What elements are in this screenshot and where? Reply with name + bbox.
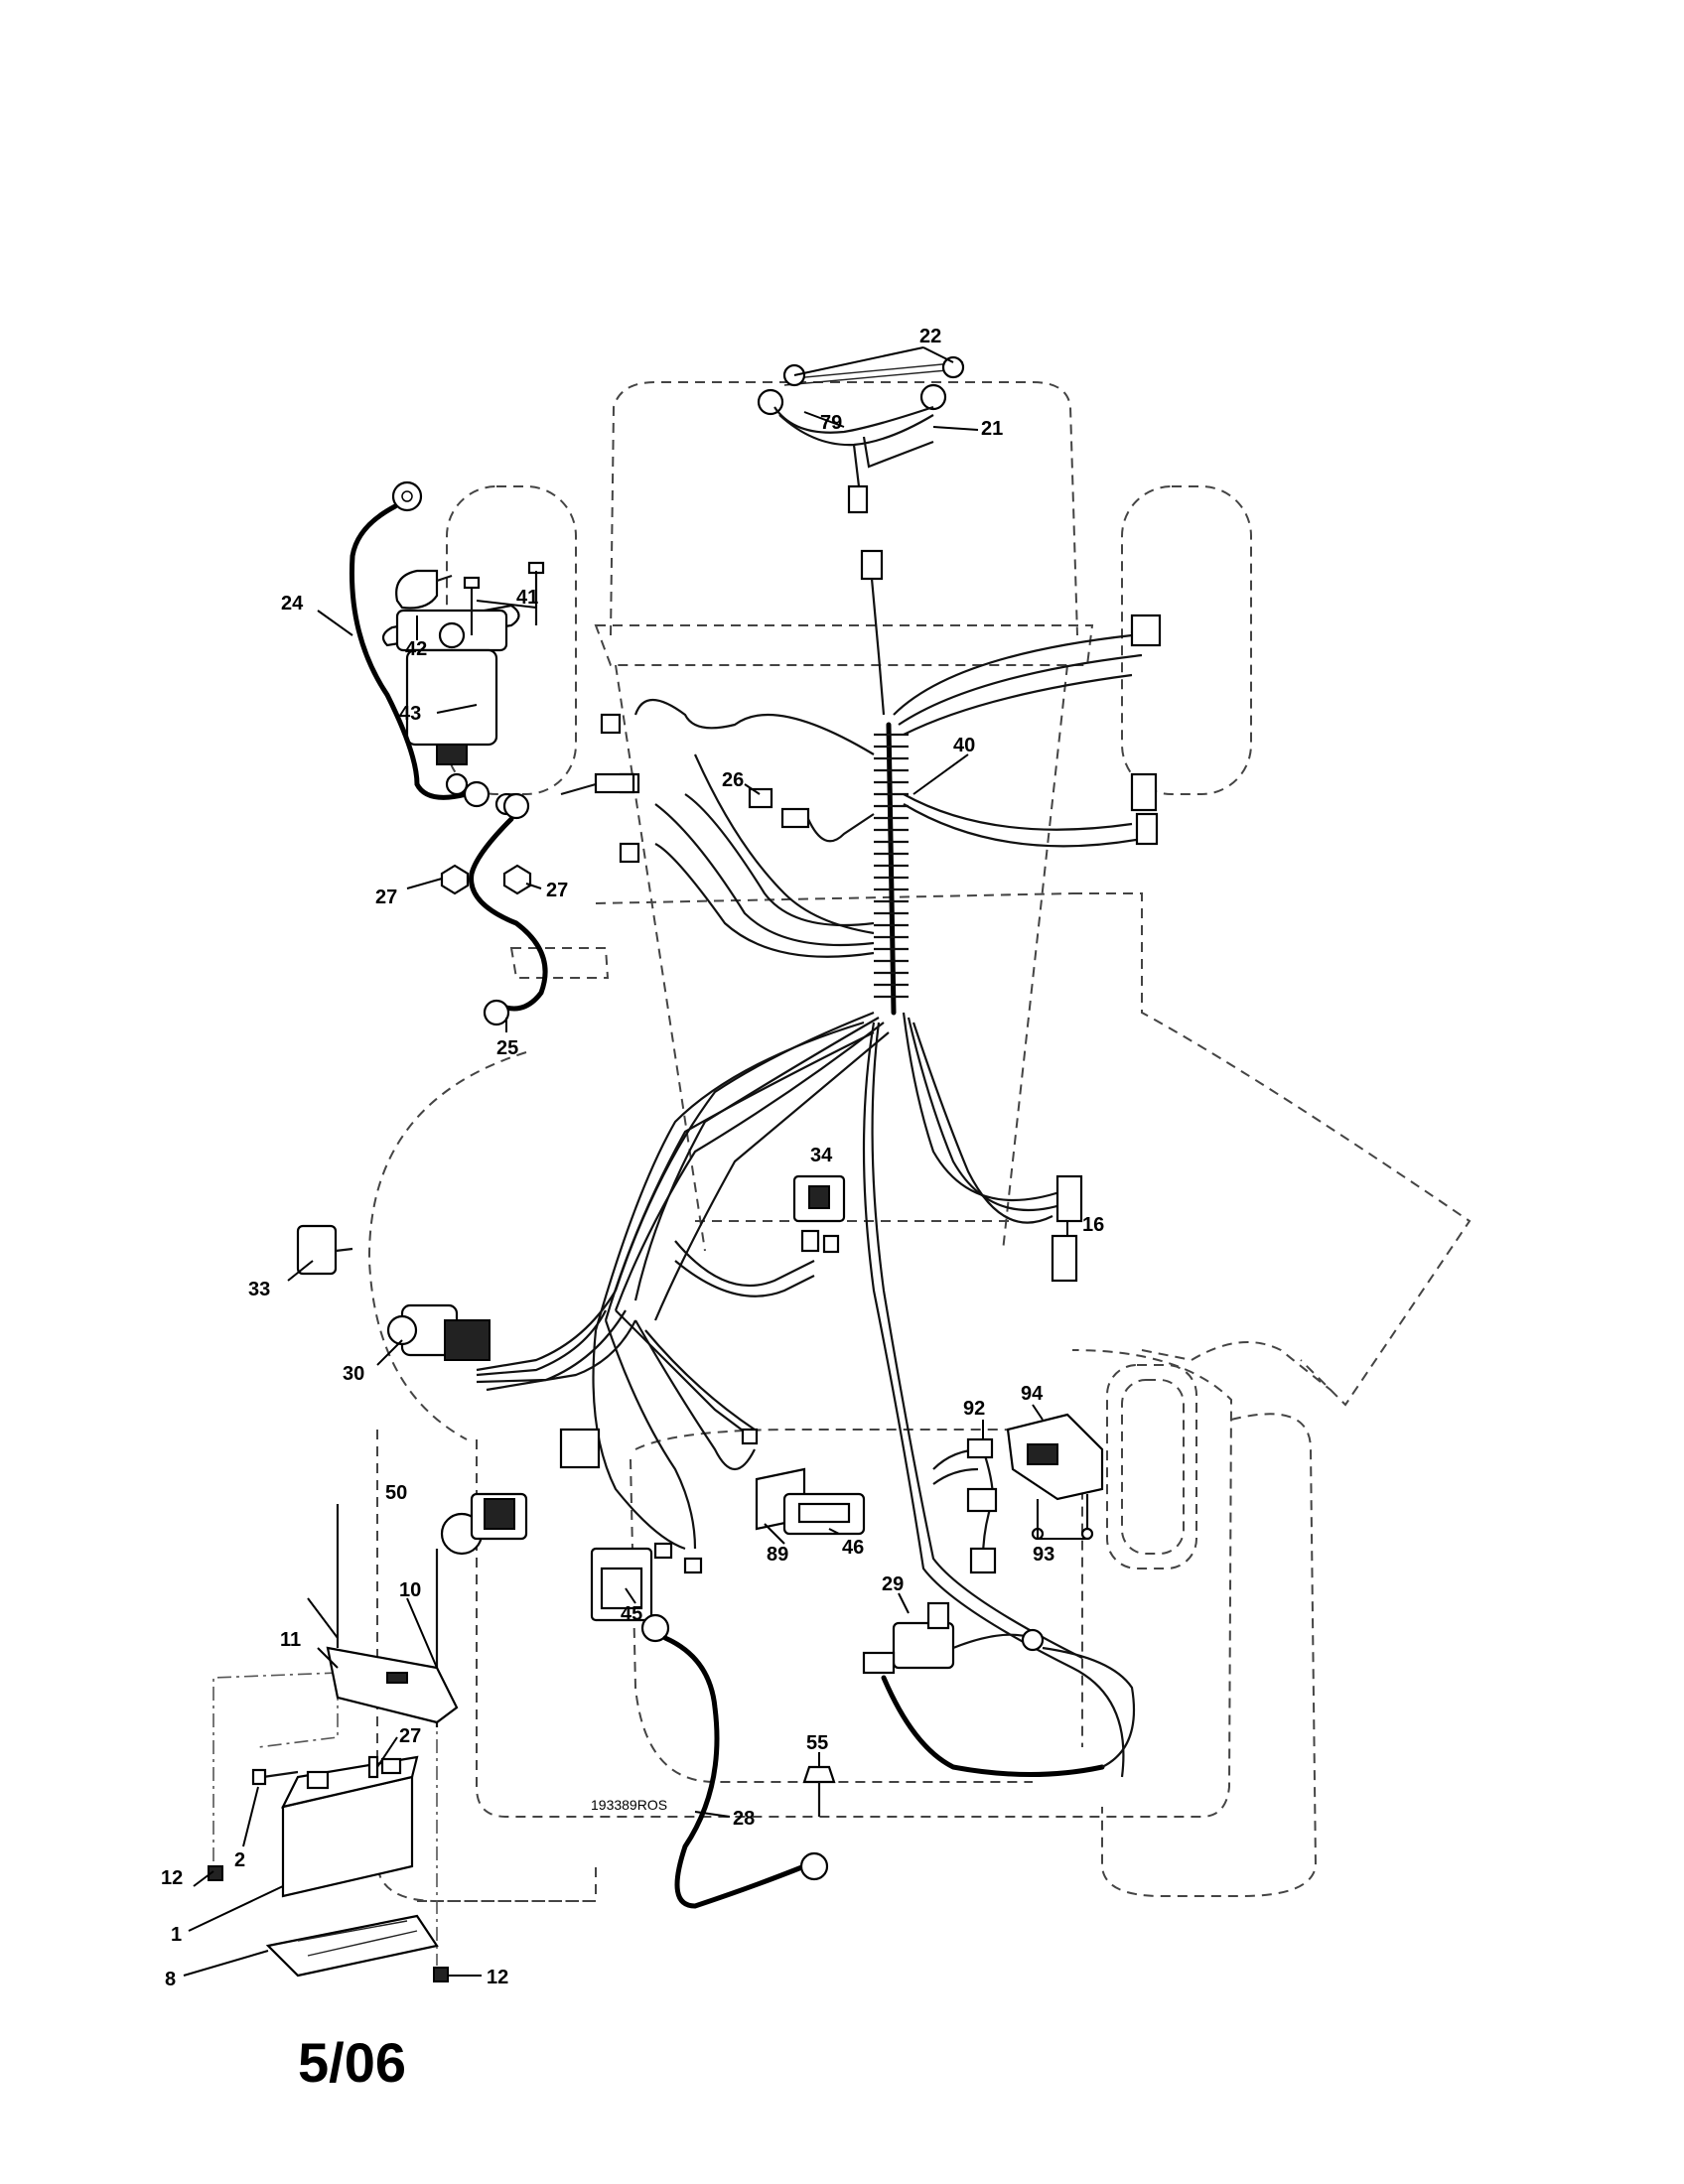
battery-assembly	[208, 1504, 459, 1982]
leader-lines	[183, 346, 1087, 1977]
ground-cable	[640, 1613, 829, 1909]
callout-30: 30	[343, 1363, 364, 1385]
ignition-switch	[386, 1303, 491, 1361]
callout-45: 45	[621, 1603, 642, 1625]
callout-89: 89	[767, 1544, 788, 1566]
hour-meter	[755, 1467, 866, 1536]
tractor-outline	[367, 381, 1472, 1902]
callout-92: 92	[963, 1398, 985, 1420]
callout-labels: 22 21 79 24 42 41 43 27 27 25 26 40 34 1…	[161, 326, 1104, 1990]
callout-27a: 27	[375, 887, 397, 908]
drawing-number: 193389ROS	[591, 1797, 667, 1813]
callout-11: 11	[280, 1629, 301, 1651]
callout-34: 34	[810, 1145, 833, 1166]
callout-46: 46	[842, 1537, 864, 1559]
main-harness	[476, 549, 1162, 1778]
callout-33: 33	[248, 1279, 270, 1300]
callout-24: 24	[281, 593, 304, 614]
callout-8: 8	[165, 1969, 176, 1990]
switch-29	[862, 1601, 1136, 1777]
screw-55	[802, 1765, 836, 1817]
callout-22: 22	[919, 326, 941, 347]
callout-12a: 12	[161, 1867, 183, 1889]
switch-34	[792, 1174, 846, 1254]
light-switch	[440, 1492, 528, 1556]
callout-12b: 12	[487, 1967, 508, 1988]
callout-27b: 27	[546, 880, 568, 901]
callout-93: 93	[1033, 1544, 1054, 1566]
callout-94: 94	[1021, 1383, 1044, 1405]
callout-79: 79	[820, 412, 842, 434]
callout-16: 16	[1082, 1214, 1104, 1236]
callout-2: 2	[234, 1849, 245, 1871]
callout-1: 1	[171, 1924, 182, 1946]
callout-29: 29	[882, 1573, 904, 1595]
callout-55: 55	[806, 1732, 828, 1754]
callout-27c: 27	[399, 1725, 421, 1747]
callout-43: 43	[399, 703, 421, 725]
callout-21: 21	[981, 418, 1003, 440]
callout-26: 26	[722, 769, 744, 791]
callout-25: 25	[496, 1037, 518, 1059]
callout-28: 28	[733, 1808, 755, 1830]
ignition-key	[296, 1224, 353, 1276]
battery-cables	[349, 480, 548, 1026]
conduit-coils	[874, 733, 909, 999]
headlight-harness	[757, 355, 965, 514]
callout-42: 42	[405, 638, 427, 660]
callout-50: 50	[385, 1482, 407, 1504]
callout-10: 10	[399, 1579, 421, 1601]
seat-switch-assembly	[1006, 1413, 1104, 1541]
callout-41: 41	[516, 587, 538, 609]
callout-40: 40	[953, 735, 975, 756]
date-code: 5/06	[298, 2031, 406, 2094]
